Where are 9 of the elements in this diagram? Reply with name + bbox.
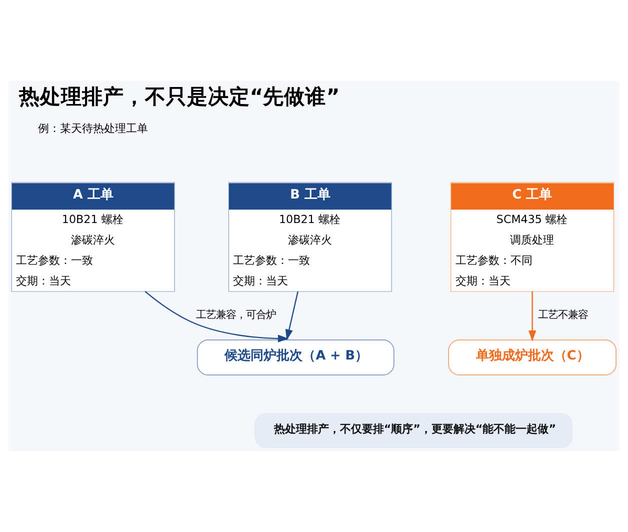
- edge-label: 工艺兼容，可合炉: [196, 309, 276, 322]
- node-box: 单独成炉批次（C）: [448, 339, 616, 376]
- node-box: 候选同炉批次（A + B）: [196, 339, 394, 376]
- arrow: [528, 291, 536, 342]
- arrow: [144, 290, 289, 342]
- edge-label: 工艺不兼容: [538, 309, 588, 322]
- label: 例：某天待热处理工单: [38, 122, 148, 135]
- arrow: [285, 291, 298, 340]
- diagram-title: 热处理排产，不只是决定“先做谁”: [18, 84, 340, 108]
